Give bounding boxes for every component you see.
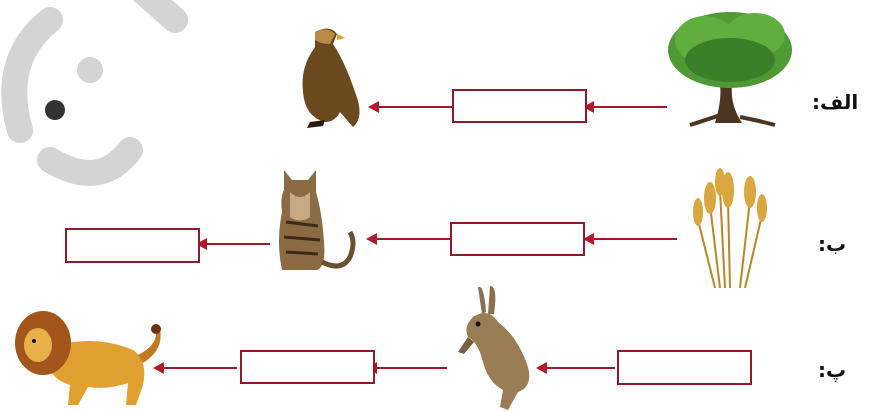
answer-box-b1[interactable]	[450, 222, 585, 256]
answer-box-b2[interactable]	[65, 228, 200, 263]
row-label-c: پ:	[818, 358, 847, 382]
eagle-icon	[302, 28, 360, 128]
arrow-b2	[366, 233, 450, 245]
answer-box-a1[interactable]	[452, 89, 587, 123]
arrow-b3	[196, 238, 270, 250]
lion-icon	[15, 311, 161, 405]
answer-box-c1[interactable]	[617, 350, 752, 385]
arrow-a1	[583, 101, 667, 113]
arrow-c2	[366, 362, 447, 374]
watermark-logo	[1, 0, 188, 186]
cat-icon	[279, 170, 356, 270]
row-label-a: الف:	[812, 90, 859, 114]
arrow-a2	[368, 101, 452, 113]
tree-icon	[668, 12, 792, 127]
row-label-b: ب:	[818, 232, 847, 256]
rabbit-icon	[458, 286, 530, 410]
answer-box-c2[interactable]	[240, 350, 375, 384]
arrow-c3	[153, 362, 237, 374]
arrow-c1	[536, 362, 615, 374]
wheat-icon	[693, 168, 767, 289]
arrow-b1	[583, 233, 677, 245]
